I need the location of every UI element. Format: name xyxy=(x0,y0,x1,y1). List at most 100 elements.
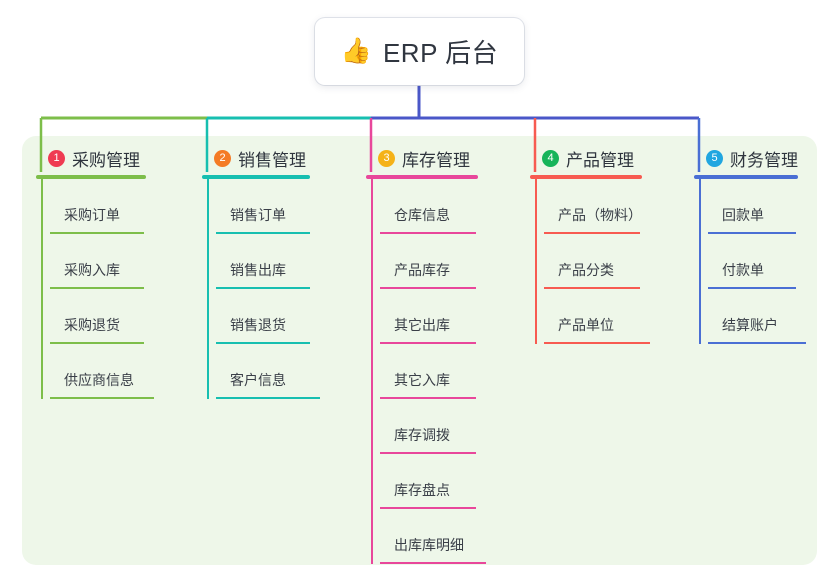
leaf-item-label: 库存调拨 xyxy=(394,427,450,443)
leaf-item-underline xyxy=(216,397,320,399)
leaf-item-label: 销售退货 xyxy=(230,317,286,333)
leaf-item-underline xyxy=(380,452,476,454)
leaf-item-underline xyxy=(216,232,310,234)
leaf-item[interactable]: 采购退货 xyxy=(50,289,146,344)
leaf-item-underline xyxy=(708,232,796,234)
branch-title-3: 库存管理 xyxy=(402,150,470,170)
leaf-item[interactable]: 产品库存 xyxy=(380,234,478,289)
leaf-item-label: 供应商信息 xyxy=(64,372,134,388)
leaf-item-label: 回款单 xyxy=(722,207,764,223)
leaf-item-underline xyxy=(50,342,144,344)
leaf-item[interactable]: 客户信息 xyxy=(216,344,320,399)
branch-badge-2: 2 xyxy=(214,149,231,167)
branch-title-4: 产品管理 xyxy=(566,150,634,170)
branch-underline-1 xyxy=(36,175,146,179)
branch-title-2: 销售管理 xyxy=(238,150,306,170)
leaf-item-label: 结算账户 xyxy=(722,317,778,333)
leaf-item[interactable]: 其它出库 xyxy=(380,289,478,344)
leaf-item-label: 库存盘点 xyxy=(394,482,450,498)
leaf-item-label: 销售出库 xyxy=(230,262,286,278)
leaf-item-label: 采购订单 xyxy=(64,207,120,223)
leaf-item-underline xyxy=(380,342,476,344)
leaf-item-label: 仓库信息 xyxy=(394,207,450,223)
leaf-item[interactable]: 结算账户 xyxy=(708,289,806,344)
leaf-item-label: 采购退货 xyxy=(64,317,120,333)
leaf-item-label: 产品库存 xyxy=(394,262,450,278)
leaf-item[interactable]: 其它入库 xyxy=(380,344,478,399)
branch-spine-5 xyxy=(699,179,701,344)
branch-underline-4 xyxy=(530,175,642,179)
leaf-item-label: 出库库明细 xyxy=(394,537,464,553)
branch-badge-4: 4 xyxy=(542,149,559,167)
leaf-item-label: 客户信息 xyxy=(230,372,286,388)
root-node-label: ERP 后台 xyxy=(382,38,499,68)
leaf-item-underline xyxy=(708,287,796,289)
leaf-item[interactable]: 回款单 xyxy=(708,179,798,234)
leaf-item-label: 产品（物料） xyxy=(558,207,642,223)
leaf-item[interactable]: 产品（物料） xyxy=(544,179,642,234)
branch-header-3[interactable]: 3 库存管理 xyxy=(366,146,478,170)
branch-4[interactable]: 4 产品管理产品（物料） 产品分类产品单位 xyxy=(530,146,650,344)
branch-items-2: 销售订单销售出库销售退货客户信息 xyxy=(202,179,320,399)
leaf-item-underline xyxy=(544,287,640,289)
leaf-item[interactable]: 出库库明细 xyxy=(380,509,486,564)
leaf-item-label: 采购入库 xyxy=(64,262,120,278)
leaf-item[interactable]: 产品单位 xyxy=(544,289,650,344)
branch-badge-3: 3 xyxy=(378,149,395,167)
branch-items-3: 仓库信息产品库存其它出库其它入库库存调拨库存盘点出库库明细 xyxy=(366,179,486,564)
branch-spine-2 xyxy=(207,179,209,399)
branch-badge-5: 5 xyxy=(706,149,723,167)
leaf-item[interactable]: 库存调拨 xyxy=(380,399,478,454)
leaf-item-label: 销售订单 xyxy=(230,207,286,223)
branch-header-1[interactable]: 1 采购管理 xyxy=(36,146,146,170)
branch-items-4: 产品（物料） 产品分类产品单位 xyxy=(530,179,650,344)
branch-underline-2 xyxy=(202,175,310,179)
leaf-item[interactable]: 仓库信息 xyxy=(380,179,478,234)
leaf-item-underline xyxy=(380,397,476,399)
leaf-item-underline xyxy=(50,397,154,399)
leaf-item-underline xyxy=(50,232,144,234)
branch-header-4[interactable]: 4 产品管理 xyxy=(530,146,642,170)
leaf-item[interactable]: 库存盘点 xyxy=(380,454,478,509)
leaf-item-underline xyxy=(380,562,486,564)
leaf-item-underline xyxy=(544,342,650,344)
branch-spine-1 xyxy=(41,179,43,399)
branch-title-1: 采购管理 xyxy=(72,150,140,170)
leaf-item-underline xyxy=(380,507,476,509)
leaf-item-underline xyxy=(380,232,476,234)
branch-1[interactable]: 1 采购管理采购订单采购入库采购退货供应商信息 xyxy=(36,146,154,399)
branch-spine-4 xyxy=(535,179,537,344)
root-node[interactable]: 👍 ERP 后台 xyxy=(315,18,524,85)
leaf-item[interactable]: 销售退货 xyxy=(216,289,310,344)
leaf-item[interactable]: 供应商信息 xyxy=(50,344,154,399)
branch-header-5[interactable]: 5 财务管理 xyxy=(694,146,798,170)
branch-spine-3 xyxy=(371,179,373,564)
branch-badge-1: 1 xyxy=(48,149,65,167)
leaf-item-underline xyxy=(216,287,310,289)
branch-underline-5 xyxy=(694,175,798,179)
leaf-item-label: 其它入库 xyxy=(394,372,450,388)
branch-title-5: 财务管理 xyxy=(730,150,798,170)
leaf-item-label: 其它出库 xyxy=(394,317,450,333)
leaf-item[interactable]: 采购入库 xyxy=(50,234,146,289)
leaf-item-underline xyxy=(708,342,806,344)
diagram-panel xyxy=(22,136,817,565)
leaf-item-underline xyxy=(544,232,640,234)
branch-items-5: 回款单付款单结算账户 xyxy=(694,179,806,344)
leaf-item-underline xyxy=(216,342,310,344)
leaf-item[interactable]: 销售出库 xyxy=(216,234,310,289)
leaf-item-underline xyxy=(50,287,144,289)
branch-2[interactable]: 2 销售管理销售订单销售出库销售退货客户信息 xyxy=(202,146,320,399)
leaf-item[interactable]: 销售订单 xyxy=(216,179,310,234)
branch-3[interactable]: 3 库存管理仓库信息产品库存其它出库其它入库库存调拨库存盘点出库库明细 xyxy=(366,146,486,564)
leaf-item[interactable]: 产品分类 xyxy=(544,234,642,289)
branch-header-2[interactable]: 2 销售管理 xyxy=(202,146,310,170)
leaf-item[interactable]: 采购订单 xyxy=(50,179,146,234)
leaf-item-label: 产品分类 xyxy=(558,262,614,278)
branch-items-1: 采购订单采购入库采购退货供应商信息 xyxy=(36,179,154,399)
branch-5[interactable]: 5 财务管理回款单付款单结算账户 xyxy=(694,146,806,344)
branch-underline-3 xyxy=(366,175,478,179)
leaf-item-label: 付款单 xyxy=(722,262,764,278)
leaf-item[interactable]: 付款单 xyxy=(708,234,798,289)
